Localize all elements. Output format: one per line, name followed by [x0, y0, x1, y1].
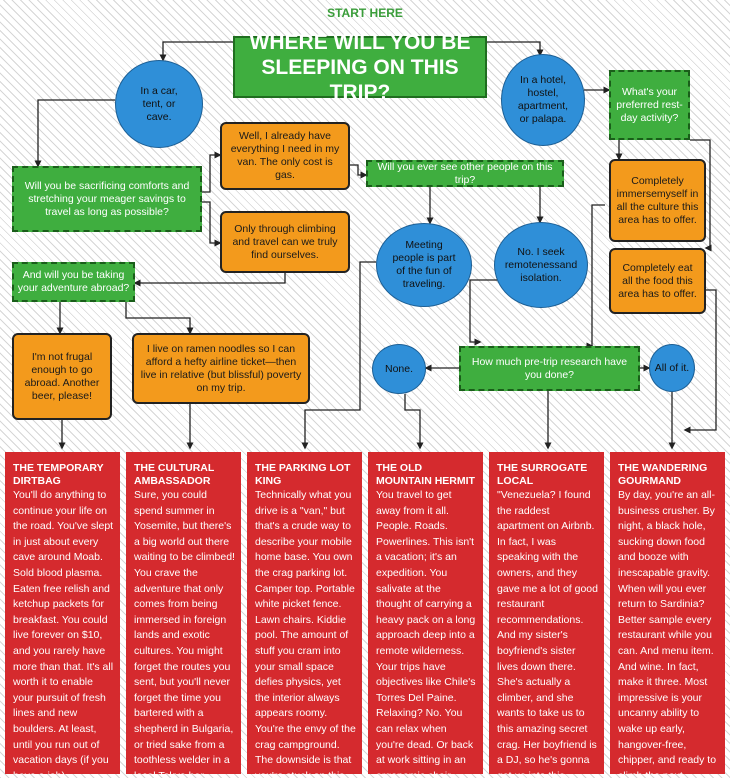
- answer-hotel-hostel: In a hotel, hostel, apartment, or palapa…: [501, 54, 585, 146]
- result-body: By day, you're an all-business crusher. …: [618, 489, 717, 774]
- question-adventure-abroad: And will you be taking your adventure ab…: [12, 262, 135, 302]
- answer-none: None.: [372, 344, 426, 394]
- answer-van: Well, I already have everything I need i…: [220, 122, 350, 190]
- result-body: "Venezuela? I found the raddest apartmen…: [497, 489, 598, 774]
- answer-car-tent-cave: In a car, tent, or cave.: [115, 60, 203, 148]
- result-parking-lot-king: The Parking Lot King Technically what yo…: [247, 452, 362, 774]
- question-rest-day-activity: What's your preferred rest-day activity?: [609, 70, 690, 140]
- main-question-box: WHERE WILL YOU BE SLEEPING ON THIS TRIP?: [233, 31, 487, 104]
- result-title: The Cultural Ambassador: [134, 462, 215, 487]
- question-see-other-people: Will you ever see other people on this t…: [366, 160, 564, 187]
- result-body: You'll do anything to continue your life…: [13, 489, 114, 774]
- result-title: The Temporary Dirtbag: [13, 462, 104, 487]
- answer-remoteness: No. I seek remotenessand isolation.: [494, 222, 588, 308]
- answer-find-ourselves: Only through climbing and travel can we …: [220, 211, 350, 273]
- start-here-label: START HERE: [327, 6, 403, 20]
- question-pre-trip-research: How much pre-trip research have you done…: [459, 346, 640, 391]
- result-body: Technically what you drive is a "van," b…: [255, 489, 356, 774]
- result-title: The Wandering Gourmand: [618, 462, 708, 487]
- result-old-mountain-hermit: The Old Mountain Hermit You travel to ge…: [368, 452, 483, 774]
- answer-immerse-culture: Completely immersemyself in all the cult…: [609, 159, 706, 242]
- answer-ramen-noodles: I live on ramen noodles so I can afford …: [132, 333, 310, 404]
- result-title: The Surrogate Local: [497, 462, 588, 487]
- answer-not-frugal: I'm not frugal enough to go abroad. Anot…: [12, 333, 112, 420]
- answer-all-of-it: All of it.: [649, 344, 695, 392]
- answer-eat-all-food: Completely eat all the food this area ha…: [609, 248, 706, 314]
- answer-meeting-people: Meeting people is part of the fun of tra…: [376, 223, 472, 307]
- result-cultural-ambassador: The Cultural Ambassador Sure, you could …: [126, 452, 241, 774]
- result-surrogate-local: The Surrogate Local "Venezuela? I found …: [489, 452, 604, 774]
- result-body: You travel to get away from it all. Peop…: [376, 489, 476, 774]
- question-sacrificing-comforts: Will you be sacrificing comforts and str…: [12, 166, 202, 232]
- result-wandering-gourmand: The Wandering Gourmand By day, you're an…: [610, 452, 725, 774]
- result-body: Sure, you could spend summer in Yosemite…: [134, 489, 235, 774]
- result-temporary-dirtbag: The Temporary Dirtbag You'll do anything…: [5, 452, 120, 774]
- result-title: The Old Mountain Hermit: [376, 462, 475, 487]
- result-title: The Parking Lot King: [255, 462, 351, 487]
